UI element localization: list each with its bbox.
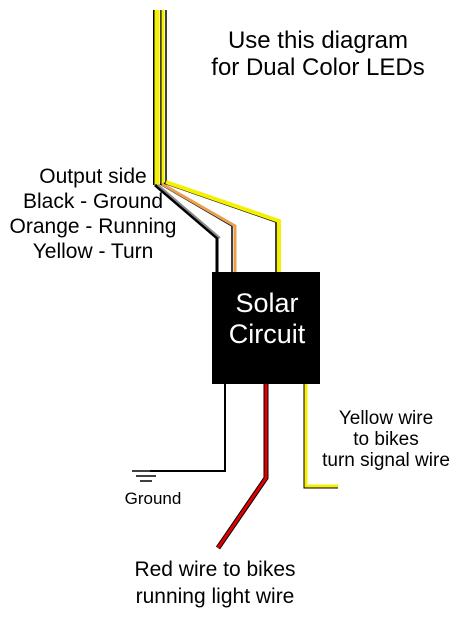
output-side-heading: Output side — [39, 165, 147, 188]
box-line-2: Circuit — [228, 319, 306, 349]
legend-black-ground: Black - Ground — [22, 190, 164, 213]
legend-yellow-turn: Yellow - Turn — [32, 240, 154, 263]
ground-symbol-icon — [132, 470, 160, 482]
legend-orange-running: Orange - Running — [9, 215, 177, 238]
yellow-wire-label: Yellow wire to bikes turn signal wire — [300, 408, 472, 471]
yellow-turn-wire — [303, 384, 338, 489]
yellow-wire-label-line-3: turn signal wire — [322, 450, 450, 471]
diagram-title: Use this diagram for Dual Color LEDs — [168, 27, 468, 82]
solar-circuit-label: Solar Circuit — [214, 288, 320, 350]
solar-circuit-box — [212, 272, 320, 384]
box-line-1: Solar — [235, 288, 299, 318]
output-cable — [153, 10, 167, 185]
black-ground-lead — [154, 183, 221, 275]
ground-wire — [150, 384, 226, 472]
yellow-wire-label-line-2: to bikes — [353, 429, 419, 450]
yellow-wire-label-line-1: Yellow wire — [338, 408, 434, 429]
red-wire-label: Red wire to bikes running light wire — [110, 556, 320, 610]
orange-running-lead — [159, 182, 237, 275]
red-running-wire — [215, 384, 269, 550]
output-side-legend: Output side Black - Ground Orange - Runn… — [8, 164, 178, 264]
red-wire-label-line-1: Red wire to bikes — [134, 558, 296, 581]
title-line-2: for Dual Color LEDs — [211, 53, 425, 81]
title-line-1: Use this diagram — [227, 27, 409, 54]
red-wire-label-line-2: running light wire — [135, 585, 295, 608]
ground-label: Ground — [124, 489, 182, 508]
yellow-turn-lead — [163, 180, 281, 275]
